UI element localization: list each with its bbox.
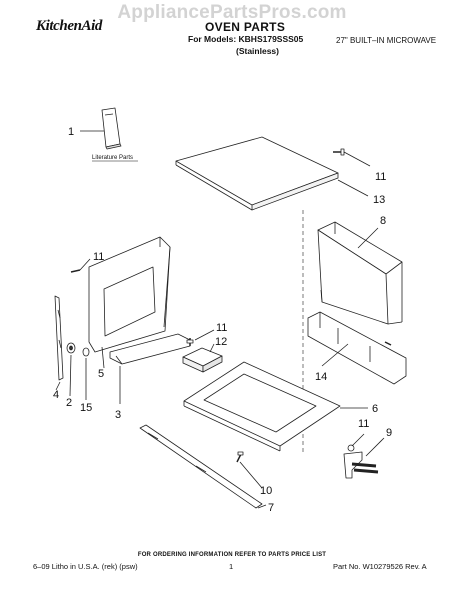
brand-logo: KitchenAid — [36, 18, 103, 34]
screw — [333, 148, 345, 156]
right-rail — [307, 311, 407, 385]
ordering-note: FOR ORDERING INFORMATION REFER TO PARTS … — [137, 552, 327, 558]
variant-line: (Stainless) — [236, 46, 279, 56]
callout-label: 13 — [373, 194, 385, 206]
screw — [70, 269, 81, 273]
bottom-plate — [183, 361, 341, 452]
callout-label: 5 — [98, 368, 104, 380]
callout-label: 3 — [115, 409, 121, 421]
washer — [82, 347, 90, 357]
callout-label: 11 — [216, 322, 227, 334]
callout-label: 4 — [53, 389, 59, 401]
watermark: AppliancePartsPros.com — [117, 2, 347, 23]
small-bracket — [182, 338, 223, 373]
screw — [384, 341, 392, 346]
callout-label: 11 — [358, 418, 369, 430]
screw — [236, 451, 244, 463]
callout-label: 14 — [315, 371, 327, 383]
literature-booklet — [101, 107, 122, 150]
top-plate — [175, 136, 339, 211]
page-title: OVEN PARTS — [205, 20, 286, 34]
right-side-panel — [317, 221, 403, 325]
left-side-panel — [88, 236, 171, 353]
left-trim-strip — [54, 295, 64, 381]
callout-label: 10 — [260, 485, 272, 497]
callout-label: 15 — [80, 402, 92, 414]
hinge-bracket — [343, 444, 379, 479]
bottom-rail — [139, 424, 263, 509]
callout-label: 6 — [372, 403, 378, 415]
literature-parts-label: Literature Parts — [92, 155, 133, 161]
callout-label: 9 — [386, 427, 392, 439]
callout-label: 7 — [268, 502, 274, 514]
print-info: 6–09 Litho in U.S.A. (rek) (psw) — [33, 562, 138, 571]
model-line: For Models: KBHS179SSS05 — [188, 34, 304, 44]
part-number: Part No. W10279526 Rev. A — [333, 562, 427, 571]
page-number: 1 — [229, 562, 234, 571]
callout-label: 8 — [380, 215, 386, 227]
callout-label: 2 — [66, 397, 72, 409]
callout-label: 11 — [375, 171, 386, 183]
callout-label: 1 — [68, 126, 74, 138]
grommet — [66, 342, 76, 354]
callout-label: 11 — [93, 251, 104, 263]
product-type: 27" BUILT–IN MICROWAVE — [336, 36, 437, 45]
callout-label: 12 — [215, 336, 227, 348]
